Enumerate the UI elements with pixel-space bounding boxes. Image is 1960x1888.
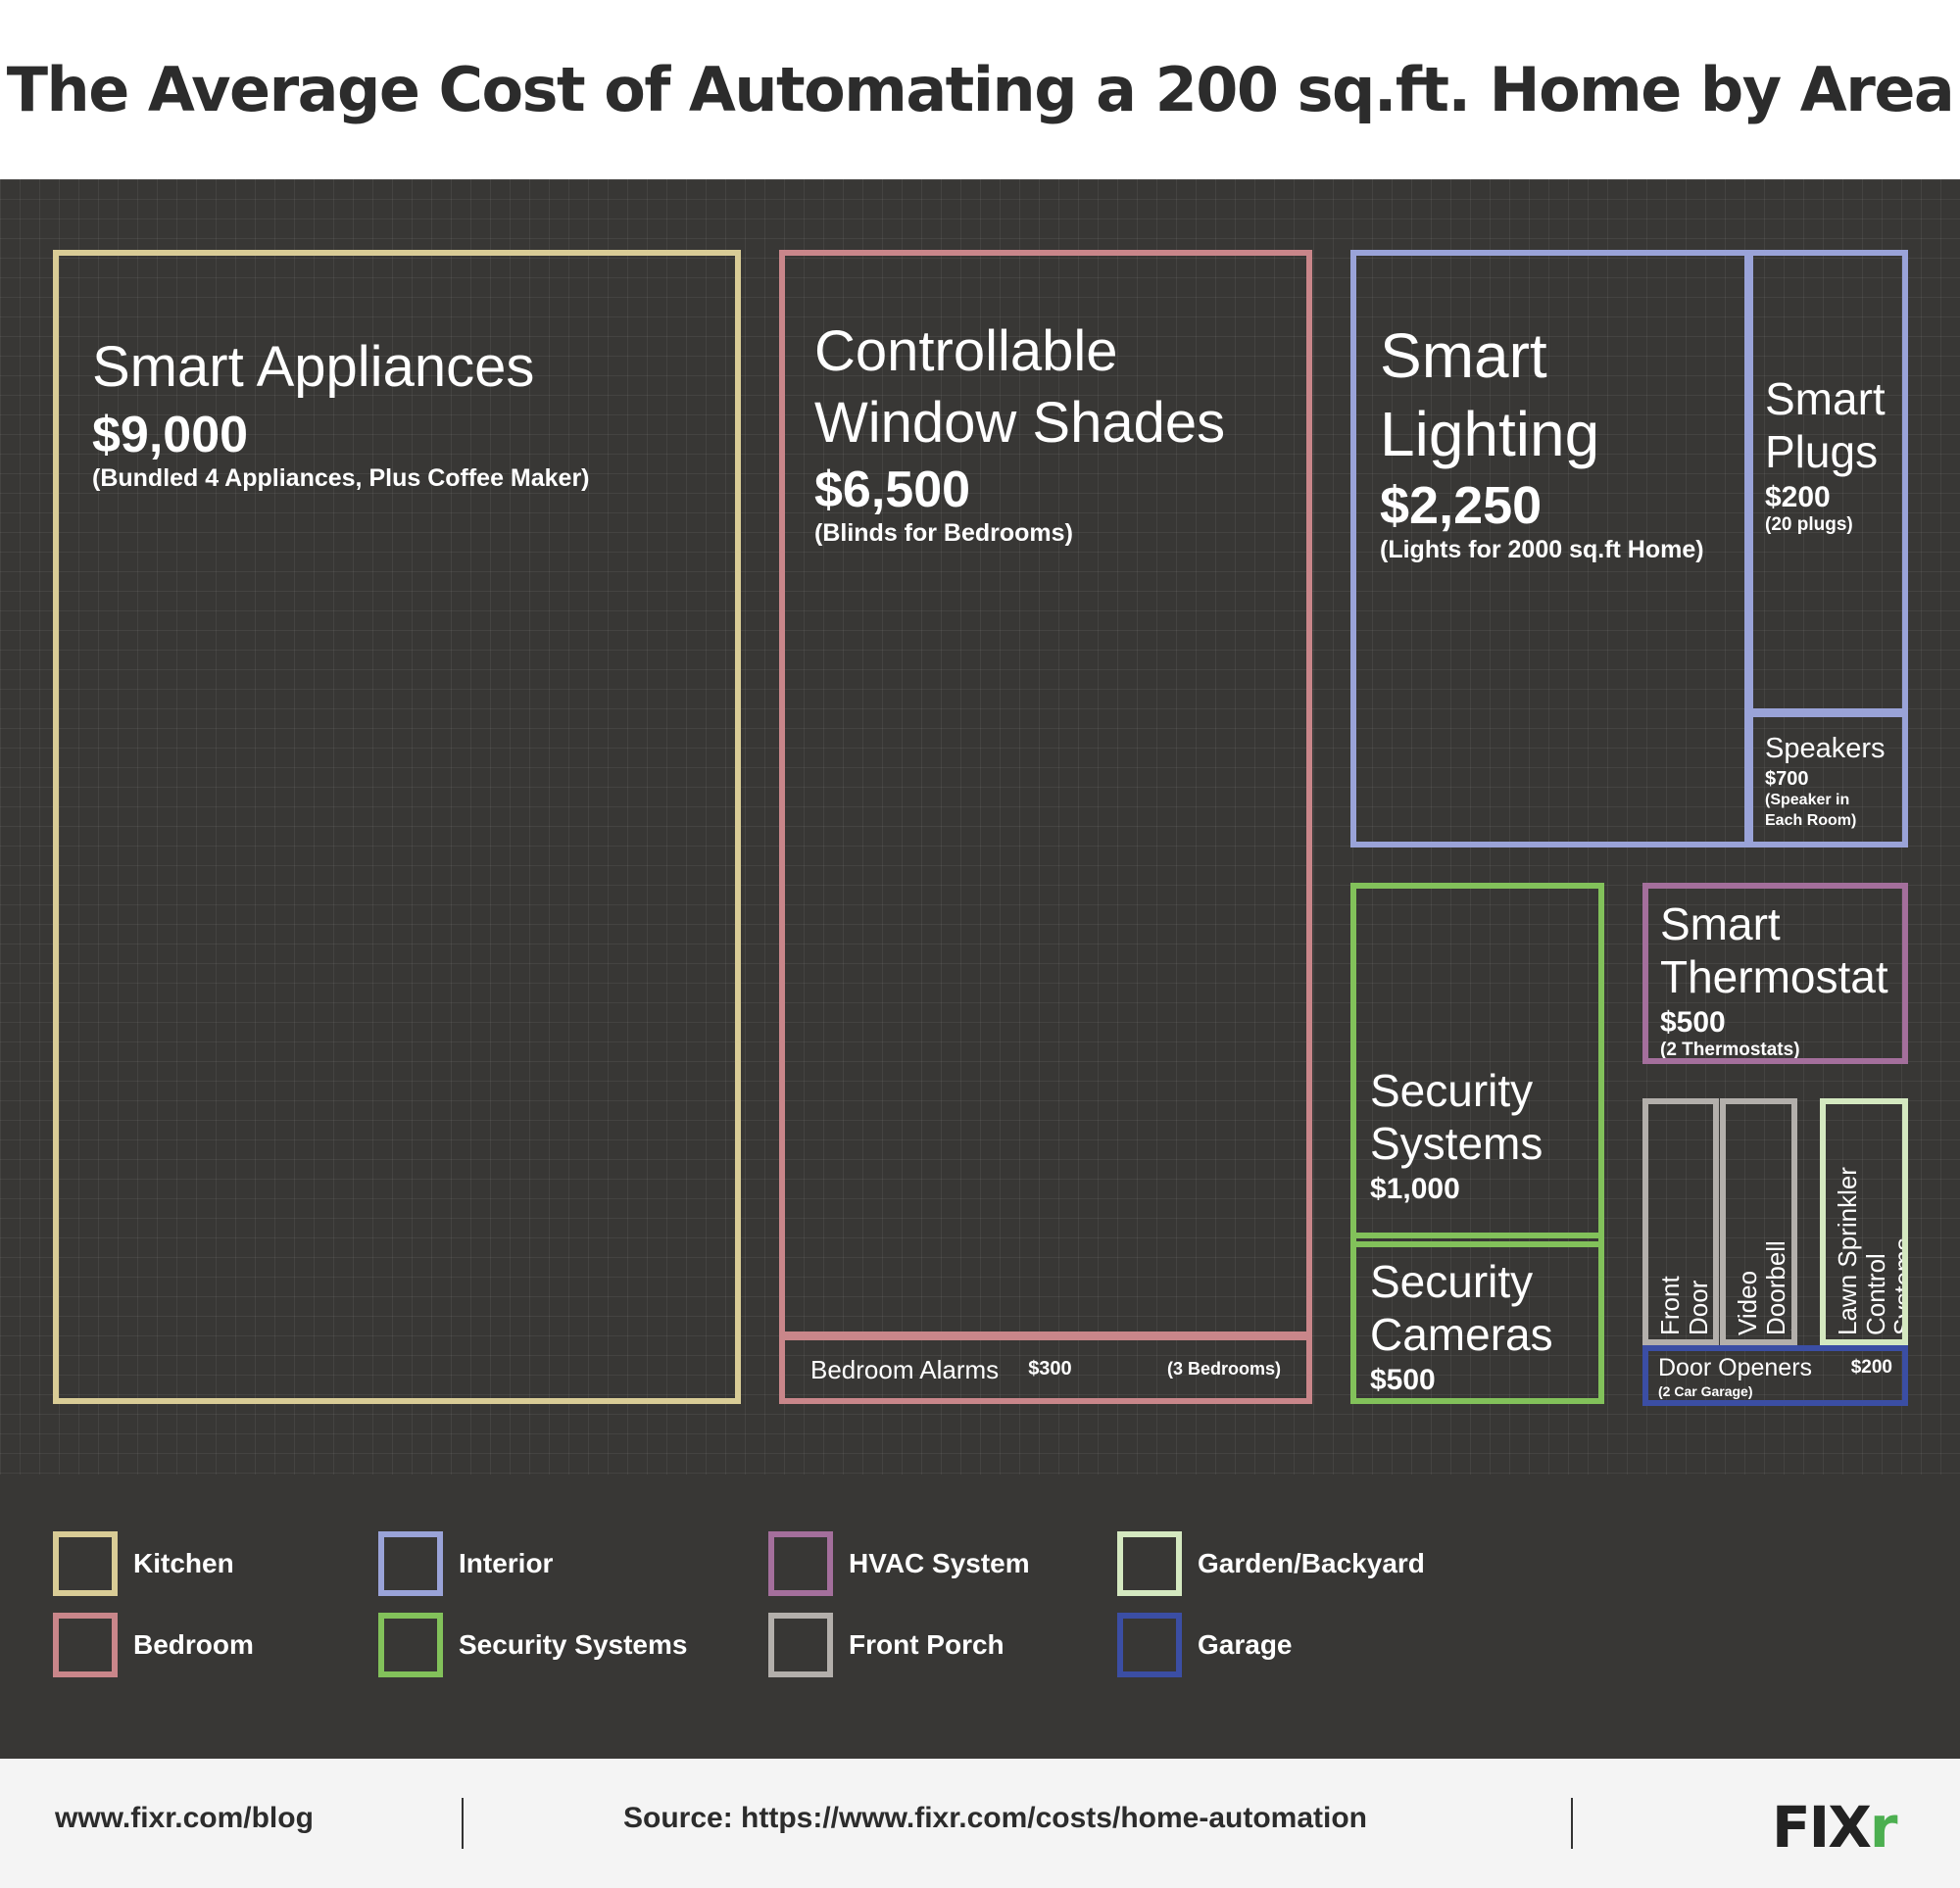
legend-item-front-porch: Front Porch	[768, 1613, 1004, 1677]
footer-site-link[interactable]: www.fixr.com/blog	[55, 1802, 314, 1834]
legend-label: Bedroom	[133, 1629, 254, 1660]
legend-item-hvac-system: HVAC System	[768, 1531, 1030, 1596]
grid-background	[0, 179, 1960, 1475]
legend-label: Front Porch	[849, 1629, 1004, 1660]
tile-label: Smart Plugs	[1765, 373, 1886, 477]
legend-item-kitchen: Kitchen	[53, 1531, 234, 1596]
vertical-text: Video Doorbell$200	[1733, 1240, 1797, 1336]
tile-label: Front Door Locks	[1655, 1269, 1719, 1335]
tile-note: (Bundled 4 Appliances, Plus Coffee Maker…	[92, 463, 590, 492]
legend-label: Kitchen	[133, 1548, 234, 1578]
legend-item-interior: Interior	[378, 1531, 553, 1596]
tile-value: $1,000	[1370, 1172, 1460, 1205]
legend-label: Interior	[459, 1548, 554, 1578]
vertical-text: Front Door Locks$200	[1655, 1269, 1719, 1335]
legend-label: Security Systems	[459, 1629, 688, 1660]
tile-value: $200	[1765, 480, 1831, 513]
legend-item-garage: Garage	[1117, 1613, 1293, 1677]
tile-smart-thermostat: Smart Thermostat$500(2 Thermostats)	[1642, 883, 1908, 1064]
legend-item-garden-backyard: Garden/Backyard	[1117, 1531, 1425, 1596]
tile-smart-plugs: Smart Plugs$200(20 plugs)	[1747, 250, 1908, 714]
legend-swatch	[1117, 1613, 1182, 1677]
tile-door-openers: Door Openers $200 (2 Car Garage)	[1642, 1345, 1908, 1406]
legend-item-bedroom: Bedroom	[53, 1613, 254, 1677]
tile-controllable-window-shades: Controllable Window Shades $6,500(Blinds …	[779, 250, 1312, 1337]
legend-swatch	[378, 1531, 443, 1596]
tile-value: $300	[1028, 1358, 1072, 1380]
tile-label: Security Systems	[1370, 1065, 1544, 1169]
logo-main: FIX	[1772, 1794, 1872, 1861]
tile-value: $6,500	[814, 461, 971, 518]
tile-note: (3 Bedrooms)	[1166, 1359, 1281, 1379]
tile-bedroom-alarms: Bedroom Alarms $300 (3 Bedrooms)	[779, 1334, 1312, 1404]
title-bar: The Average Cost of Automating a 200 sq.…	[0, 0, 1960, 179]
tile-label: Video Doorbell	[1733, 1240, 1790, 1335]
tile-note: (20 plugs)	[1765, 513, 1853, 535]
tile-smart-lighting: Smart Lighting $2,250(Lights for 2000 sq.…	[1350, 250, 1750, 847]
legend-label: Garden/Backyard	[1198, 1548, 1425, 1578]
chart-board: Smart Appliances $9,000(Bundled 4 Applian…	[0, 179, 1960, 1759]
legend-swatch	[53, 1613, 118, 1677]
footer-source[interactable]: Source: https://www.fixr.com/costs/home-…	[623, 1802, 1367, 1834]
legend-swatch	[768, 1531, 833, 1596]
tile-value: $200	[1850, 1357, 1892, 1378]
legend-label: Garage	[1198, 1629, 1293, 1660]
legend-swatch	[378, 1613, 443, 1677]
tile-note: (2 Car Garage)	[1658, 1382, 1753, 1399]
tile-label: Bedroom Alarms	[810, 1354, 1000, 1384]
tile-label: Smart Lighting	[1380, 320, 1600, 469]
tile-note: (Speaker in Each Room)	[1765, 792, 1857, 830]
tile-smart-appliances: Smart Appliances $9,000(Bundled 4 Applian…	[53, 250, 741, 1404]
tile-label: Smart Appliances	[92, 335, 535, 399]
logo-accent: r	[1869, 1794, 1898, 1861]
footer: www.fixr.com/blog Source: https://www.fi…	[0, 1759, 1960, 1888]
tile-value: $9,000	[92, 406, 249, 463]
tile-note: (Blinds for Bedrooms)	[814, 519, 1073, 547]
chart-title: The Average Cost of Automating a 200 sq.…	[6, 54, 1955, 125]
tile-front-door-locks: Front Door Locks$200	[1642, 1098, 1719, 1345]
tile-lawn-sprinkler-control-systems: Lawn Sprinkler Control Systems$200(Contr…	[1820, 1098, 1908, 1345]
tile-video-doorbell: Video Doorbell$200	[1720, 1098, 1797, 1345]
footer-divider	[1571, 1798, 1573, 1849]
tile-label: Smart Thermostat	[1660, 898, 1888, 1002]
tile-security-cameras: Security Cameras$500	[1350, 1233, 1604, 1404]
legend-label: HVAC System	[849, 1548, 1030, 1578]
tile-note: (Lights for 2000 sq.ft Home)	[1380, 536, 1704, 563]
tile-speakers: Speakers $700(Speaker in Each Room)	[1747, 711, 1908, 847]
tile-label: Security Cameras	[1370, 1256, 1553, 1360]
tile-value: $200	[1789, 1291, 1797, 1336]
footer-divider	[462, 1798, 464, 1849]
legend-swatch	[768, 1613, 833, 1677]
legend-swatch	[1117, 1531, 1182, 1596]
tile-value: $500	[1660, 1005, 1726, 1039]
legend-item-security-systems: Security Systems	[378, 1613, 687, 1677]
vertical-text: Lawn Sprinkler Control Systems$200(Contr…	[1833, 1152, 1908, 1335]
tile-value: $2,250	[1380, 476, 1543, 535]
treemap: Smart Appliances $9,000(Bundled 4 Applian…	[0, 179, 1960, 1475]
tile-label: Controllable Window Shades	[814, 319, 1226, 455]
tile-value: $500	[1370, 1363, 1436, 1396]
tile-note: (2 Thermostats)	[1660, 1039, 1800, 1060]
fixr-logo: FIXr	[1772, 1794, 1898, 1861]
tile-security-systems: Security Systems$1,000	[1350, 883, 1604, 1247]
tile-label: Speakers	[1765, 733, 1886, 764]
tile-label: Lawn Sprinkler Control Systems	[1833, 1167, 1908, 1335]
tile-value: $700	[1765, 768, 1809, 791]
tile-label: Door Openers	[1658, 1354, 1813, 1381]
legend-swatch	[53, 1531, 118, 1596]
